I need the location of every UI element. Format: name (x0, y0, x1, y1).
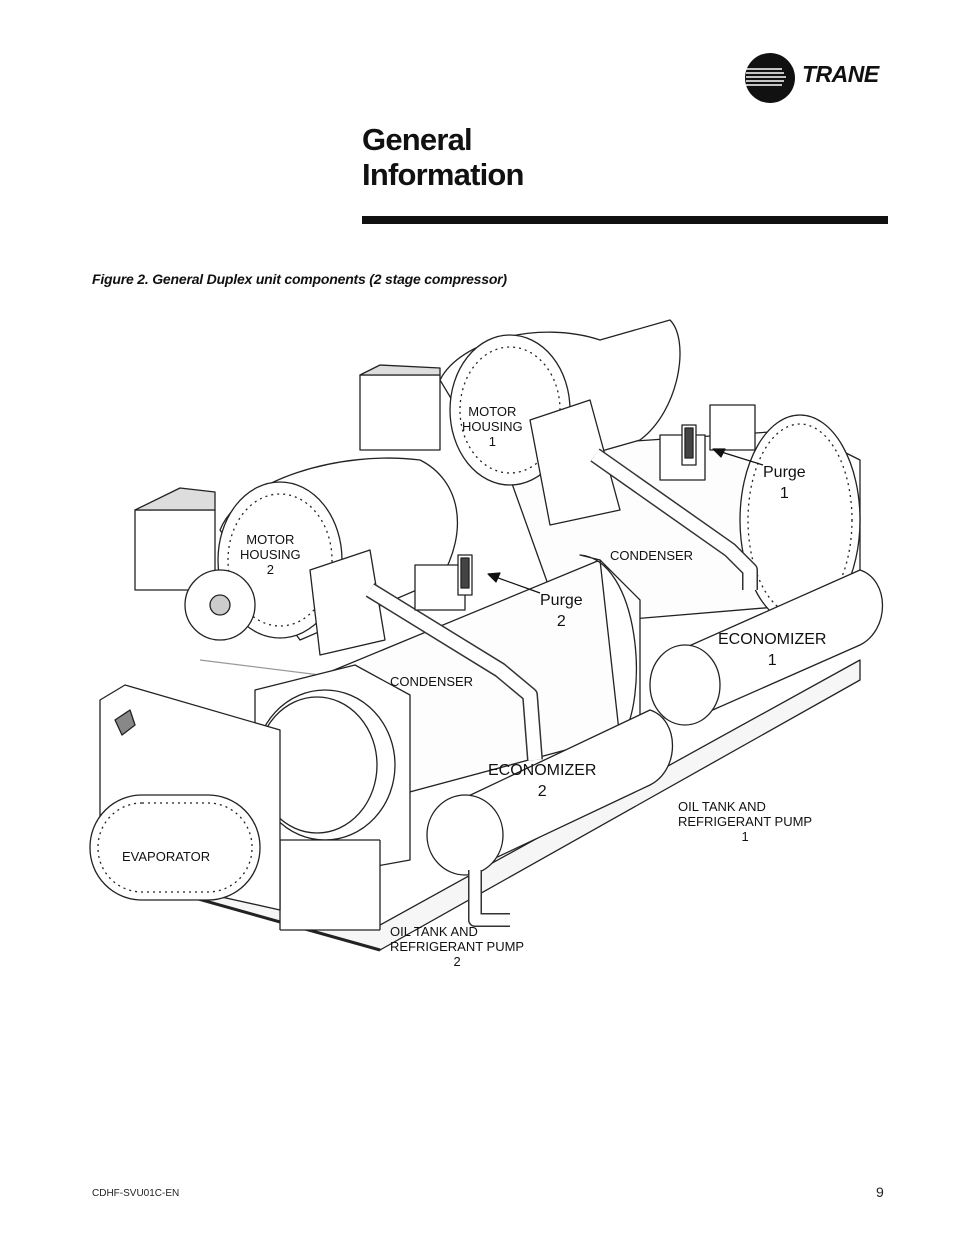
suction-pipes (365, 448, 758, 761)
trane-logo-icon (745, 53, 795, 103)
label-economizer-1: ECONOMIZER 1 (718, 631, 827, 669)
label-motor-housing-1: MOTOR HOUSING 1 (462, 404, 523, 449)
compressor-1 (359, 319, 681, 526)
purge-unit-1 (659, 424, 706, 481)
page-title-line1: General (362, 122, 473, 157)
label-condenser-upper: CONDENSER (610, 548, 694, 563)
label-economizer-2: ECONOMIZER 2 (488, 762, 597, 800)
trane-logo: TRANE (744, 52, 894, 104)
economizer-vessel-1 (649, 569, 883, 726)
compressor-2 (134, 457, 459, 656)
duplex-unit-figure: MOTOR HOUSING 1 MOTOR HOUSING 2 Purge 1 … (80, 300, 900, 980)
page-title-line2: Information (362, 157, 524, 192)
label-purge-2: Purge 2 (540, 592, 583, 630)
page-number: 9 (876, 1184, 884, 1200)
leader-arrows (487, 448, 764, 594)
figure-caption: Figure 2. General Duplex unit components… (92, 271, 507, 287)
label-oil-tank-2: OIL TANK AND REFRIGERANT PUMP 2 (390, 924, 525, 969)
document-id: CDHF-SVU01C-EN (92, 1188, 180, 1199)
label-motor-housing-2: MOTOR HOUSING 2 (240, 532, 301, 577)
label-purge-1: Purge 1 (763, 464, 806, 502)
condenser-waterbox (254, 664, 411, 931)
label-oil-tank-1: OIL TANK AND REFRIGERANT PUMP 1 (678, 799, 813, 844)
label-condenser-lower: CONDENSER (390, 674, 474, 689)
brand-name: TRANE (802, 61, 879, 87)
title-rule (362, 216, 888, 224)
economizer-vessel-2 (426, 709, 673, 927)
purge-unit-2 (414, 554, 473, 611)
duplex-unit-drawing (89, 319, 883, 952)
page-title: General Information (362, 122, 524, 192)
label-evaporator: EVAPORATOR (122, 849, 211, 864)
evaporator-end (89, 684, 281, 911)
